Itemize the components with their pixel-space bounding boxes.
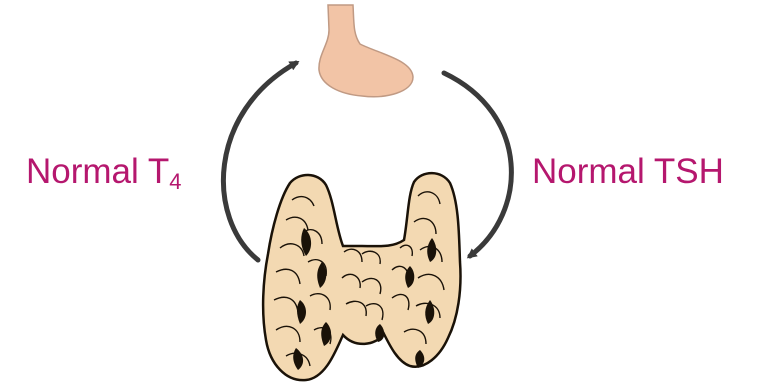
pituitary-gland-icon <box>319 5 413 97</box>
normal-t4-label: Normal T4 <box>26 154 182 193</box>
t4-subscript: 4 <box>169 169 181 194</box>
normal-t4-label-text: Normal T <box>26 152 169 191</box>
normal-tsh-label: Normal TSH <box>532 154 724 189</box>
thyroid-gland-icon <box>263 173 460 380</box>
